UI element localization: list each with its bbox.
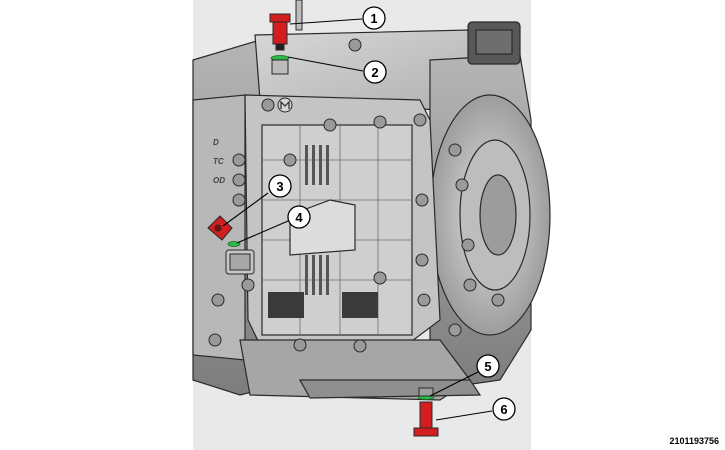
housing-text-od: OD xyxy=(213,176,225,185)
callout-1: 1 xyxy=(362,6,386,30)
callout-4-label: 4 xyxy=(295,210,303,225)
callout-5: 5 xyxy=(476,354,500,378)
manufacturer-logo xyxy=(277,97,293,113)
housing-gear-text: D TC OD xyxy=(213,138,225,185)
top-port xyxy=(271,59,289,75)
callout-2-label: 2 xyxy=(371,65,378,80)
figure-id: 2101193756 xyxy=(669,436,719,446)
side-port xyxy=(225,249,255,275)
callout-6-label: 6 xyxy=(500,402,507,417)
callout-3-label: 3 xyxy=(276,179,283,194)
callout-4: 4 xyxy=(287,205,311,229)
callout-3: 3 xyxy=(268,174,292,198)
leader-lines xyxy=(222,18,493,421)
callout-5-label: 5 xyxy=(484,359,491,374)
side-plug xyxy=(207,215,233,241)
housing-text-d: D xyxy=(213,138,219,147)
housing-bolts xyxy=(208,38,505,353)
housing-text-tc: TC xyxy=(213,157,224,166)
callout-2: 2 xyxy=(363,60,387,84)
drain-plug xyxy=(413,401,439,437)
callout-1-label: 1 xyxy=(370,11,377,26)
bottom-port xyxy=(418,387,434,397)
top-plug xyxy=(269,0,303,51)
callout-6: 6 xyxy=(492,397,516,421)
